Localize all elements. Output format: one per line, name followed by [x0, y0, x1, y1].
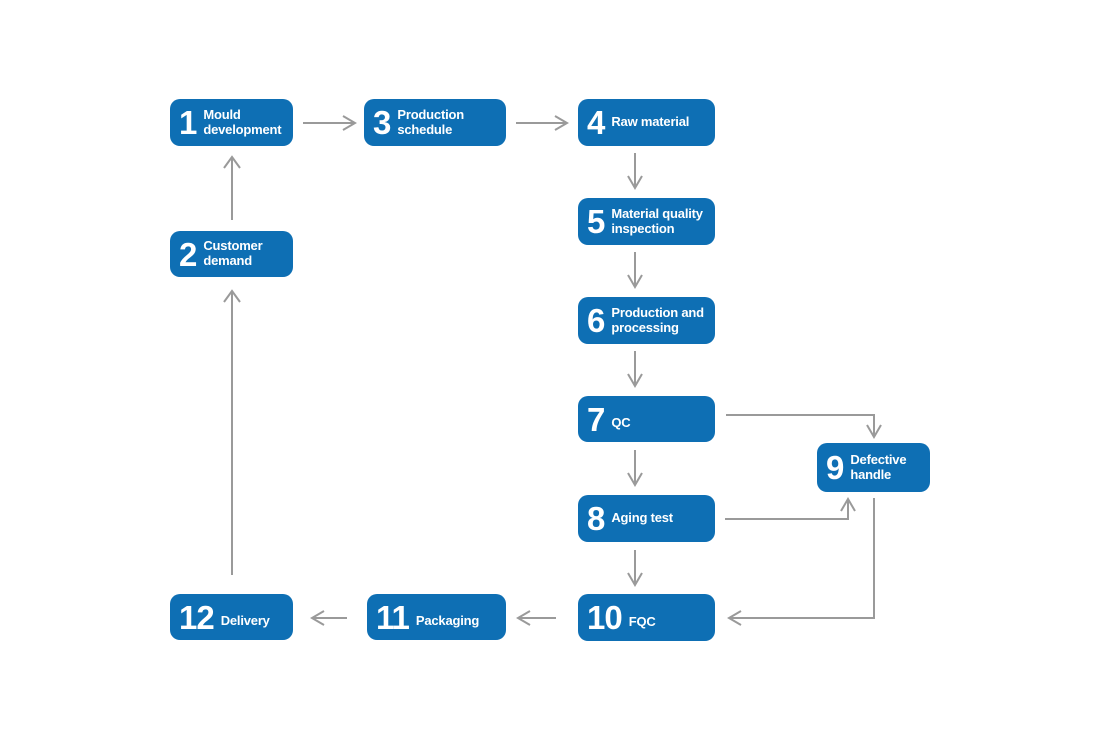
step-label: Defective handle [850, 451, 907, 482]
step-box-mould-development: 1 Mould development [170, 99, 293, 146]
step-label: Packaging [415, 613, 480, 629]
step-number: 6 [587, 302, 605, 339]
step-number: 9 [826, 449, 844, 486]
step-label: QC [611, 415, 631, 431]
arrow-10-to-11 [516, 610, 556, 626]
step-label: Aging test [611, 510, 673, 526]
step-box-fqc: 10 FQC [578, 594, 715, 641]
step-box-qc: 7 QC [578, 396, 715, 442]
step-box-delivery: 12 Delivery [170, 594, 293, 640]
arrow-8-to-9 [725, 497, 856, 520]
step-label: FQC [628, 613, 656, 629]
step-number: 10 [587, 599, 623, 636]
step-number: 5 [587, 203, 605, 240]
step-label: Mould development [203, 106, 282, 137]
step-label: Material quality inspection [611, 205, 703, 236]
arrow-9-to-10 [727, 498, 875, 626]
step-box-raw-material: 4 Raw material [578, 99, 715, 146]
step-number: 7 [587, 400, 605, 438]
step-number: 11 [376, 598, 410, 636]
arrow-1-to-3 [303, 115, 357, 131]
step-box-aging-test: 8 Aging test [578, 495, 715, 542]
step-label: Raw material [611, 114, 690, 130]
arrow-8-to-10 [627, 550, 643, 587]
arrow-5-to-6 [627, 252, 643, 289]
step-number: 4 [587, 104, 605, 141]
step-box-customer-demand: 2 Customer demand [170, 231, 293, 277]
step-box-material-quality-inspection: 5 Material quality inspection [578, 198, 715, 245]
step-number: 8 [587, 500, 605, 537]
step-number: 12 [179, 598, 215, 636]
step-label: Production schedule [397, 106, 464, 137]
arrow-3-to-4 [516, 115, 569, 131]
step-number: 3 [373, 104, 391, 141]
step-number: 2 [179, 235, 197, 273]
arrow-11-to-12 [310, 610, 347, 626]
step-label: Production and processing [611, 304, 704, 335]
arrow-7-to-8 [627, 450, 643, 487]
step-box-packaging: 11 Packaging [367, 594, 506, 640]
step-label: Delivery [220, 613, 270, 629]
arrow-12-to-2 [223, 289, 241, 575]
step-box-production-and-processing: 6 Production and processing [578, 297, 715, 344]
arrow-7-to-9 [726, 414, 882, 439]
step-label: Customer demand [203, 238, 263, 268]
arrow-6-to-7 [627, 351, 643, 388]
step-box-production-schedule: 3 Production schedule [364, 99, 506, 146]
step-box-defective-handle: 9 Defective handle [817, 443, 930, 492]
step-number: 1 [179, 104, 197, 141]
arrow-4-to-5 [627, 153, 643, 190]
arrow-2-to-1 [223, 155, 241, 220]
